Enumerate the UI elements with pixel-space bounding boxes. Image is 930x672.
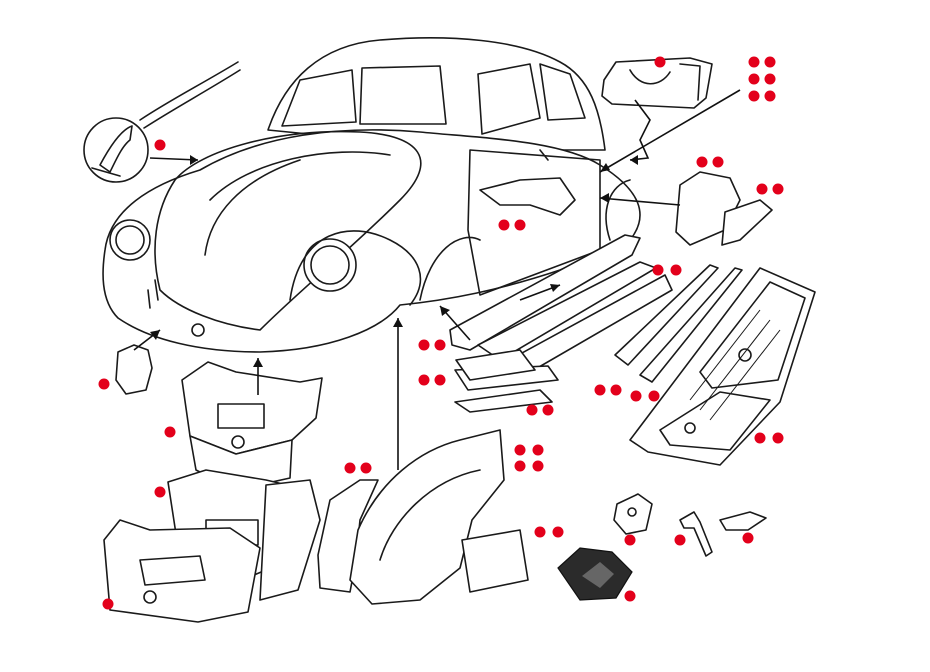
part-marker[interactable]: [748, 73, 760, 85]
part-marker[interactable]: [534, 526, 546, 538]
part-marker[interactable]: [610, 384, 622, 396]
part-marker[interactable]: [648, 390, 660, 402]
part-marker[interactable]: [624, 534, 636, 546]
part-marker[interactable]: [102, 598, 114, 610]
part-marker[interactable]: [542, 404, 554, 416]
part-marker[interactable]: [344, 462, 356, 474]
clip[interactable]: [719, 511, 767, 531]
part-marker[interactable]: [514, 460, 526, 472]
part-marker[interactable]: [742, 532, 754, 544]
part-marker[interactable]: [526, 404, 538, 416]
part-marker[interactable]: [670, 264, 682, 276]
part-marker[interactable]: [594, 384, 606, 396]
part-marker[interactable]: [164, 426, 176, 438]
part-marker[interactable]: [154, 486, 166, 498]
part-marker[interactable]: [418, 339, 430, 351]
part-marker[interactable]: [764, 90, 776, 102]
part-marker[interactable]: [514, 444, 526, 456]
part-marker[interactable]: [772, 432, 784, 444]
arrows: [133, 89, 741, 470]
part-marker[interactable]: [552, 526, 564, 538]
part-marker[interactable]: [418, 374, 430, 386]
part-marker[interactable]: [764, 56, 776, 68]
part-marker[interactable]: [532, 444, 544, 456]
part-marker[interactable]: [748, 56, 760, 68]
front-inner-wing[interactable]: [317, 479, 379, 593]
part-marker[interactable]: [98, 378, 110, 390]
part-marker[interactable]: [434, 374, 446, 386]
part-marker[interactable]: [514, 219, 526, 231]
front-valance[interactable]: [103, 519, 261, 623]
heater-channel-section[interactable]: [479, 171, 773, 246]
part-marker[interactable]: [154, 139, 166, 151]
part-marker[interactable]: [630, 390, 642, 402]
floor-pan-half[interactable]: [629, 267, 816, 466]
part-marker[interactable]: [654, 56, 666, 68]
part-marker[interactable]: [652, 264, 664, 276]
bolt[interactable]: [679, 511, 713, 557]
part-marker[interactable]: [624, 590, 636, 602]
part-marker[interactable]: [532, 460, 544, 472]
roof-seal[interactable]: [139, 61, 241, 129]
mounting-bracket[interactable]: [115, 344, 153, 395]
part-marker[interactable]: [434, 339, 446, 351]
part-marker[interactable]: [498, 219, 510, 231]
jacking-point[interactable]: [613, 493, 653, 535]
seal-detail-magnifier[interactable]: [83, 117, 149, 183]
rear-inner-wing[interactable]: [349, 429, 529, 605]
part-marker[interactable]: [360, 462, 372, 474]
part-marker[interactable]: [764, 73, 776, 85]
part-marker[interactable]: [754, 432, 766, 444]
rear-quarter-panel[interactable]: [601, 57, 713, 109]
part-marker[interactable]: [712, 156, 724, 168]
hood-bracket[interactable]: [455, 349, 536, 381]
part-marker[interactable]: [696, 156, 708, 168]
part-marker[interactable]: [772, 183, 784, 195]
part-marker[interactable]: [674, 534, 686, 546]
markers: [98, 56, 784, 610]
part-marker[interactable]: [756, 183, 768, 195]
part-marker[interactable]: [748, 90, 760, 102]
rubber-bump-stop[interactable]: [557, 547, 633, 601]
